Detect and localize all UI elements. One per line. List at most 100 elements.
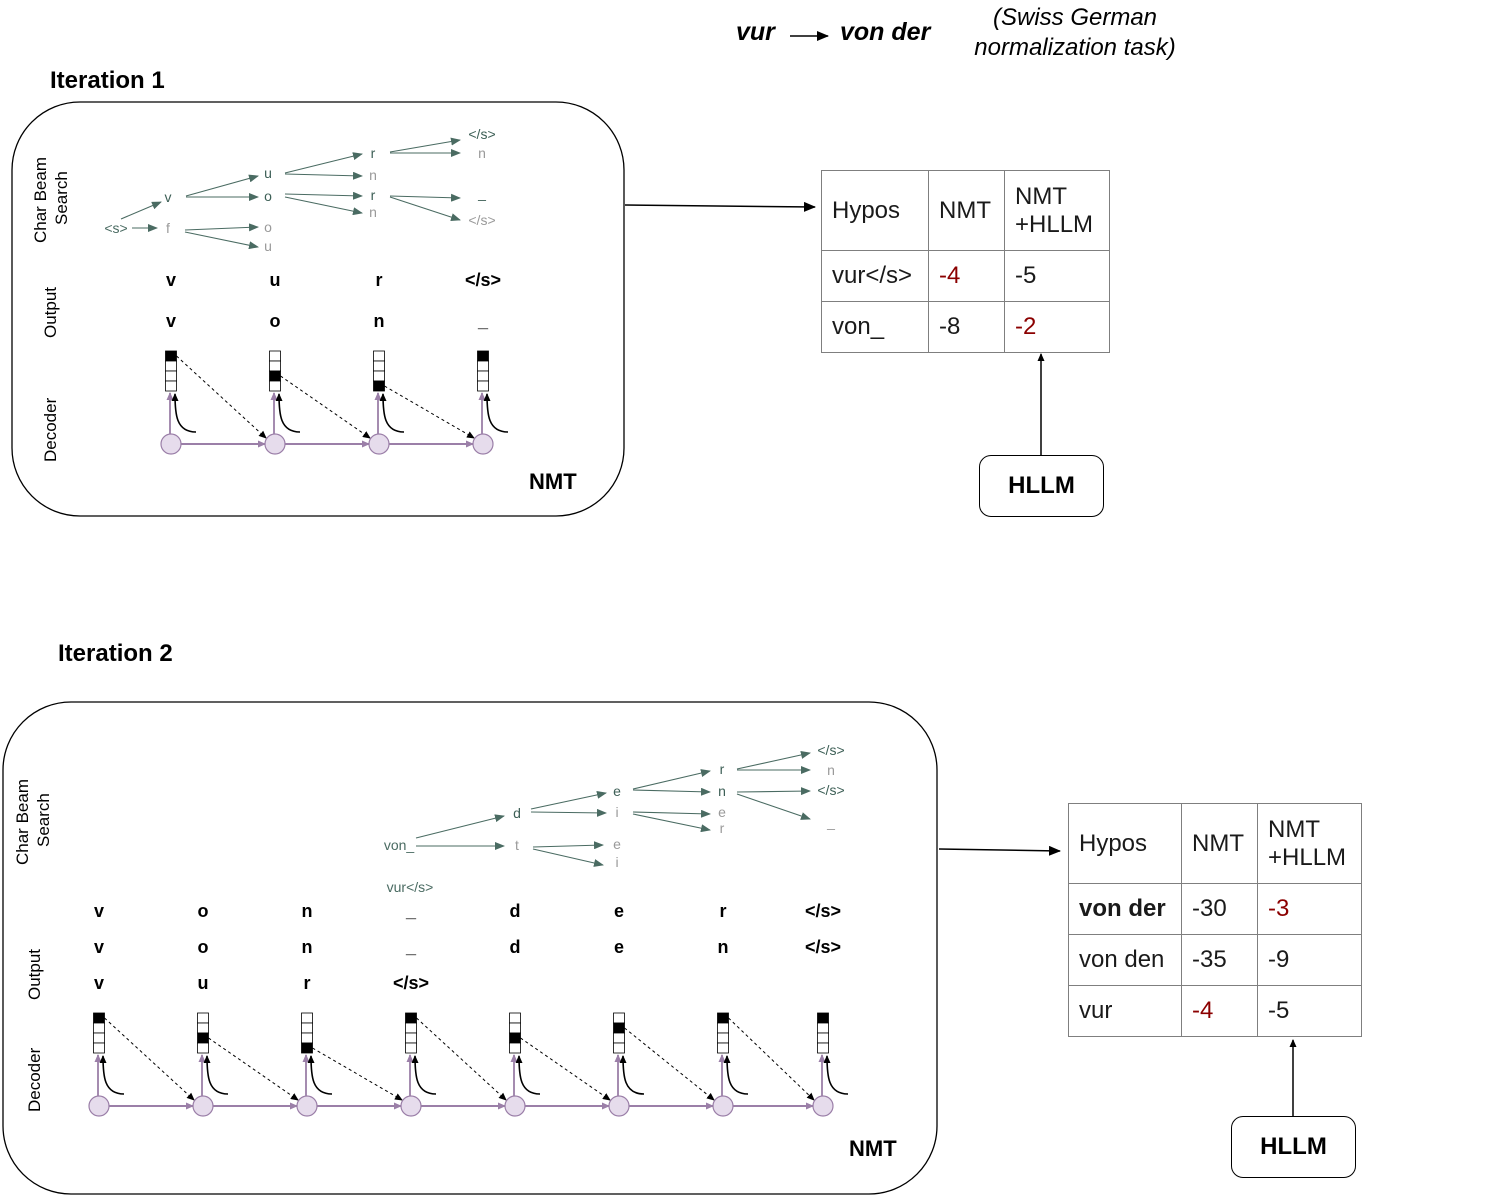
iter1-beam-label-2: Search [52,171,71,225]
decoder-input-feed-arrow [208,1037,299,1101]
decoder-node [812,1095,834,1117]
source-word: vur [736,18,775,46]
iter1-hllm-box: HLLM [979,455,1104,517]
output-token: r [303,973,310,993]
output-token: u [270,270,281,290]
decoder-cell [405,1042,417,1054]
table-header-nmt-hllm-line2: +HLLM [1268,843,1347,871]
output-token: r [719,901,726,921]
decoder-feedback-arrow [823,1055,849,1095]
decoder-node [608,1095,630,1117]
decoder-cell [817,1012,829,1024]
output-token: v [94,901,104,921]
decoder-feedback-arrow [483,393,509,433]
decoder-cell [301,1042,313,1054]
decoder-cell [509,1012,521,1024]
decoder-feedback-arrow [99,1055,125,1095]
decoder-cell [93,1032,105,1044]
beam-arrow [632,787,711,796]
decoder-cell [613,1042,625,1054]
table-cell-nmt: -35 [1181,934,1258,986]
output-token: _ [405,901,417,921]
beam-token: r [720,820,725,836]
output-token: _ [405,937,417,957]
output-token: </s> [393,973,429,993]
table-cell-hypo: vur</s> [821,250,929,302]
table-cell-hypo: von_ [821,301,929,353]
iter2-output-label: Output [25,949,44,1000]
beam-token: n [827,762,835,778]
table-header-nmt: NMT [1181,803,1258,884]
table-cell-nmt-hllm: -3 [1257,883,1362,935]
decoder-cell [269,370,281,382]
decoder-cell [373,350,385,362]
decoder-cell [477,350,489,362]
beam-arrow [632,809,711,818]
iteration1-title: Iteration 1 [50,67,165,94]
decoder-cell [817,1032,829,1044]
beam-arrow [632,813,711,833]
beam-arrow [532,841,604,850]
beam-arrow [284,196,363,216]
decoder-cell [93,1042,105,1054]
task-note: (Swiss German normalization task) [955,3,1195,63]
iter1-nmt-to-table-arrow [624,201,816,212]
output-token: </s> [465,270,501,290]
beam-token: i [615,854,618,870]
beam-token: f [166,220,170,236]
output-token: v [166,311,176,331]
beam-arrow [530,790,607,810]
iter2-decoder [88,1012,849,1117]
beam-token: n [478,145,486,161]
output-token: n [302,901,313,921]
output-token: e [614,937,624,957]
iter2-nmt-to-table-arrow [938,845,1061,856]
table-header-nmt-hllm: NMT +HLLM [1257,803,1362,884]
iter2-hypos-table: Hypos NMT NMT +HLLM von der -30 -3 von d… [1068,803,1362,1037]
decoder-feedback-arrow [619,1055,645,1095]
decoder-cell [197,1032,209,1044]
decoder-cell [509,1042,521,1054]
output-token: </s> [805,901,841,921]
table-cell-nmt-hllm: -5 [1004,250,1110,302]
decoder-cell [269,350,281,362]
decoder-feedback-arrow [411,1055,437,1095]
decoder-cell [165,360,177,372]
iter1-decoder [160,350,509,455]
decoder-feedback-arrow [171,393,197,433]
beam-token: </s> [817,782,844,798]
decoder-cell [197,1042,209,1054]
decoder-node [88,1095,110,1117]
table-header-nmt-hllm-line1: NMT [1015,182,1067,210]
decoder-cell [817,1022,829,1034]
decoder-cell [165,350,177,362]
beam-arrow [284,191,363,200]
decoder-node [192,1095,214,1117]
output-token: </s> [805,937,841,957]
table-cell-hypo: von den [1068,934,1182,986]
decoder-cell [269,360,281,372]
iter2-nmt-label: NMT [849,1136,897,1161]
table-header-nmt-hllm-line1: NMT [1268,815,1320,843]
beam-token: i [615,804,618,820]
beam-token: o [264,188,272,204]
decoder-cell [509,1022,521,1034]
beam-token: n [369,167,377,183]
beam-arrow [184,231,259,250]
beam-token: v [165,189,172,205]
decoder-feedback-arrow [723,1055,749,1095]
beam-arrow [415,814,505,839]
beam-token: r [720,761,725,777]
decoder-cell [165,380,177,392]
decoder-feedback-arrow [379,393,405,433]
task-note-line1: (Swiss German [992,4,1158,31]
beam-arrow [120,201,162,220]
output-token: e [614,901,624,921]
beam-token: e [718,804,726,820]
iter1-output-label: Output [41,287,60,338]
decoder-node [160,433,182,455]
beam-token: </s> [817,742,844,758]
